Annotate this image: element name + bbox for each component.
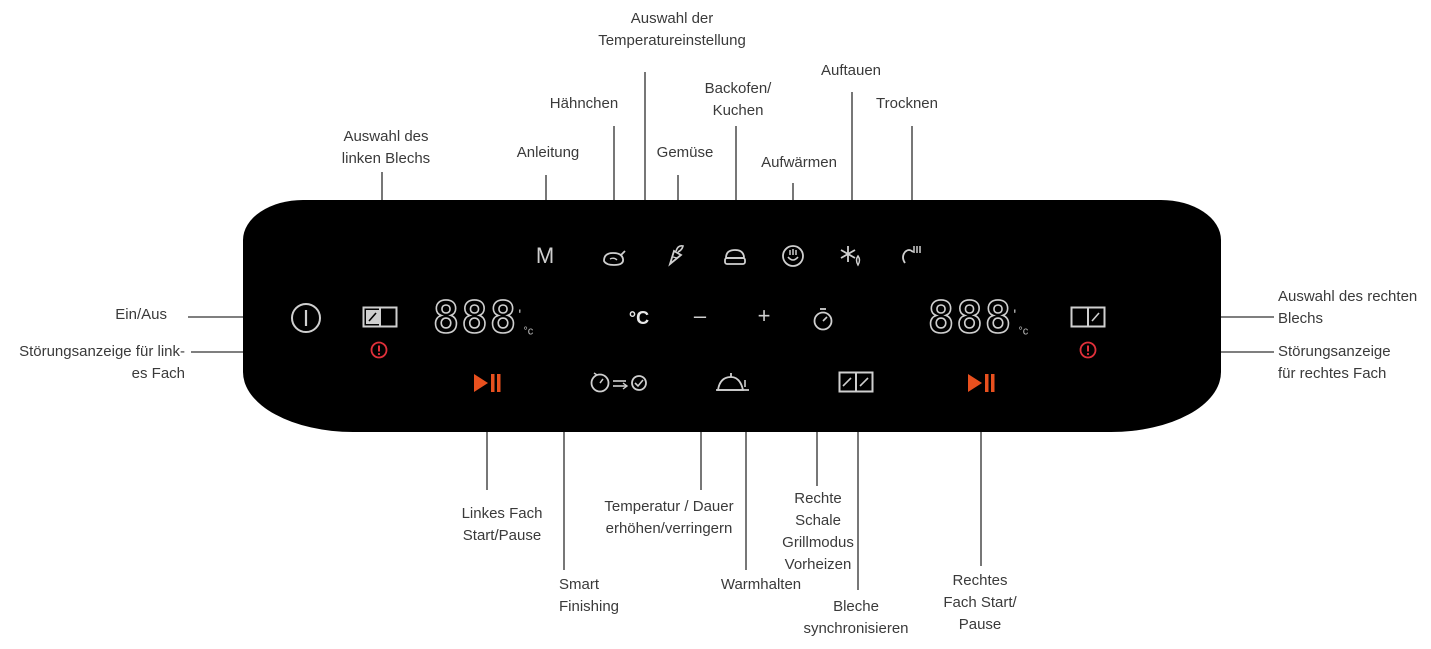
left-display-unit: °c (523, 325, 534, 338)
left-display-digits: 888 (432, 292, 519, 345)
label-vegetables: Gemüse (656, 144, 714, 161)
left-display: 888 ' °c (432, 292, 534, 345)
right-preheat-button[interactable] (811, 306, 835, 332)
right-display: 888 ' °c (927, 292, 1029, 345)
snowflake-icon (840, 246, 861, 267)
temp-select-button[interactable]: °C (628, 308, 650, 328)
label-keep-warm: Warmhalten (720, 576, 802, 593)
sync-trays-icon (838, 371, 874, 393)
label-left-error: Störungsanzeige für link-es Fach (19, 343, 185, 382)
label-baking: Backofen/Kuchen (704, 80, 772, 119)
reheat-button[interactable] (780, 243, 806, 269)
reheat-icon (782, 245, 804, 267)
right-start-pause-button[interactable] (966, 373, 996, 393)
label-manual: Anleitung (516, 144, 580, 161)
sync-trays-button[interactable] (838, 371, 874, 393)
label-drying: Trocknen (876, 95, 938, 112)
right-tray-select-button[interactable] (1070, 306, 1106, 328)
chicken-button[interactable] (600, 247, 628, 269)
cake-icon (724, 249, 746, 265)
decrease-button[interactable]: – (693, 303, 707, 328)
right-display-tick: ' (1013, 307, 1017, 325)
manual-button[interactable]: M (535, 243, 555, 268)
right-tray-icon (1070, 306, 1106, 328)
smart-finishing-icon (590, 372, 647, 393)
label-reheat: Aufwärmen (761, 154, 837, 171)
alert-icon (370, 341, 388, 359)
left-error-indicator (370, 341, 388, 359)
power-button[interactable] (289, 301, 323, 335)
label-defrost: Auftauen (820, 62, 882, 79)
label-chicken: Hähnchen (549, 95, 619, 112)
play-pause-icon (968, 374, 995, 392)
defrost-button[interactable] (839, 244, 865, 268)
increase-button[interactable]: + (757, 303, 771, 328)
timer-icon (813, 308, 833, 331)
vegetables-button[interactable] (664, 243, 688, 267)
right-error-indicator (1079, 341, 1097, 359)
chicken-icon (603, 250, 626, 266)
smart-finishing-button[interactable] (588, 369, 652, 395)
vegetables-icon (668, 245, 684, 267)
label-power: Ein/Aus (115, 306, 167, 323)
right-display-digits: 888 (927, 292, 1014, 345)
left-display-tick: ' (518, 307, 522, 325)
left-tray-select-button[interactable] (362, 306, 398, 328)
left-start-pause-button[interactable] (472, 373, 502, 393)
right-display-unit: °c (1018, 325, 1029, 338)
keep-warm-icon (716, 373, 749, 391)
drying-icon (902, 246, 921, 264)
control-panel (243, 200, 1221, 432)
keep-warm-button[interactable] (715, 371, 751, 393)
left-tray-icon (362, 306, 398, 328)
alert-icon (1079, 341, 1097, 359)
play-pause-icon (474, 374, 501, 392)
drying-button[interactable] (899, 243, 925, 267)
power-icon (291, 303, 321, 333)
baking-button[interactable] (722, 246, 748, 268)
